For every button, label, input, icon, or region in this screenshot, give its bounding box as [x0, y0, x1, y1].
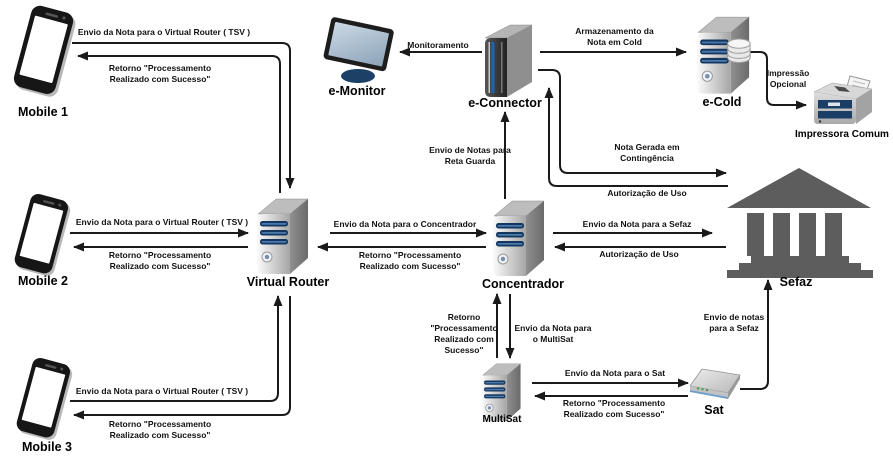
node-label-mobile1: Mobile 1	[17, 105, 68, 119]
label-contingencia: Nota Gerada em Contingência	[614, 142, 680, 164]
edge-mobile3-retorno	[73, 296, 291, 420]
e-cold-server-icon	[696, 16, 751, 95]
node-label-emonitor: e-Monitor	[328, 84, 386, 98]
label-vr-conc-envio: Envio da Nota para o Concentrador	[333, 219, 477, 229]
label-multisat-retorno: Retorno "Processamento Realizado com Suc…	[430, 312, 498, 356]
edges	[70, 42, 807, 420]
label-sat-retorno: Retorno "Processamento Realizado com Suc…	[562, 398, 666, 420]
node-label-mobile2: Mobile 2	[17, 274, 68, 288]
label-sat-envio: Envio da Nota para o Sat	[564, 368, 666, 378]
label-mobile1-envio: Envio da Nota para o Virtual Router ( TS…	[77, 27, 251, 37]
impressora-comum-printer-icon	[813, 75, 873, 125]
label-mobile2-envio: Envio da Nota para o Virtual Router ( TS…	[75, 217, 249, 227]
label-autorizacao-econnector: Autorização de Uso	[607, 188, 687, 198]
node-label-concentrador: Concentrador	[482, 277, 564, 291]
label-mobile3-retorno: Retorno "Processamento Realizado com Suc…	[108, 419, 212, 441]
label-multisat-envio: Envio da Nota para o MultiSat	[514, 323, 592, 345]
label-armazenamento: Armazenamento da Nota em Cold	[575, 26, 654, 48]
label-mobile2-retorno: Retorno "Processamento Realizado com Suc…	[108, 250, 212, 272]
edge-autorizacao-econnector	[544, 87, 728, 187]
node-label-sefaz: Sefaz	[779, 275, 813, 289]
edge-sat-sefaz	[740, 279, 773, 390]
label-mobile3-envio: Envio da Nota para o Virtual Router ( TS…	[75, 386, 249, 396]
node-label-econnector: e-Connector	[468, 96, 542, 110]
label-impressao-opcional: Impressão Opcional	[766, 68, 810, 90]
edge-mobile1-retorno	[77, 51, 281, 193]
database-icon	[727, 38, 751, 63]
e-monitor-icon	[322, 16, 395, 83]
mobile3-smartphone-icon	[14, 356, 75, 442]
edge-contingencia	[538, 69, 727, 178]
label-monitoramento: Monitoramento	[407, 40, 469, 50]
edge-impressao-opcional	[750, 51, 807, 110]
mobile2-smartphone-icon	[12, 192, 73, 278]
node-label-ecold: e-Cold	[702, 95, 742, 109]
virtual-router-server-icon	[256, 198, 309, 275]
node-label-virtual-router: Virtual Router	[246, 275, 330, 289]
multisat-server-icon	[481, 363, 521, 422]
edge-mobile1-envio	[72, 42, 295, 189]
sefaz-building-icon	[727, 168, 873, 278]
node-label-sat: Sat	[704, 403, 724, 417]
mobile1-smartphone-icon	[11, 3, 79, 99]
edge-mobile3-envio	[70, 295, 283, 402]
e-connector-server-icon	[484, 24, 533, 98]
sat-device-icon	[689, 368, 741, 400]
node-label-impressora: Impressora Comum	[795, 129, 889, 140]
label-vr-conc-retorno: Retorno "Processamento Realizado com Suc…	[358, 250, 462, 272]
node-label-mobile3: Mobile 3	[21, 440, 72, 454]
concentrador-server-icon	[492, 200, 545, 277]
label-mobile1-retorno: Retorno "Processamento Realizado com Suc…	[108, 63, 212, 85]
label-sat-sefaz: Envio de notas para a Sefaz	[703, 312, 765, 334]
label-reta-guarda: Envio de Notas para Reta Guarda	[429, 145, 511, 167]
label-conc-sefaz-autorizacao: Autorização de Uso	[599, 249, 679, 259]
label-conc-sefaz-envio: Envio da Nota para a Sefaz	[582, 219, 692, 229]
node-label-multisat: MultiSat	[482, 414, 522, 425]
